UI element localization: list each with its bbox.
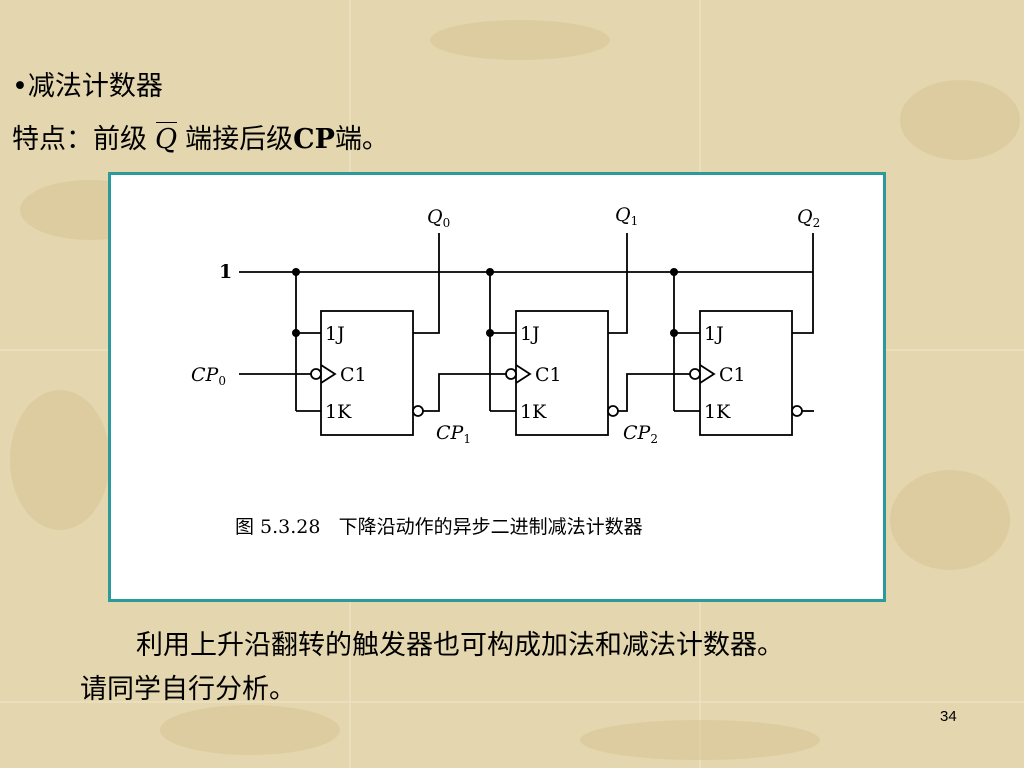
feature-cp: CP [293, 124, 335, 155]
ff1-k-label: 1K [520, 401, 547, 423]
slide-title: •减法计数器 [12, 71, 163, 102]
ff0-j-label: 1J [325, 323, 345, 345]
ff0-k-label: 1K [325, 401, 352, 423]
page-number: 34 [940, 708, 957, 725]
cp1-label: CP1 [436, 422, 471, 446]
feature-suffix: 端。 [334, 124, 389, 155]
cp2-label: CP2 [623, 422, 658, 446]
circuit-diagram: 1 CP0 CP1 CP2 Q0 Q1 Q2 1J C1 1K 1J C1 1K… [191, 204, 820, 538]
feature-mid: 端接后级 [185, 124, 294, 155]
q2-label: Q2 [797, 206, 820, 230]
counter-figure: 1 CP0 CP1 CP2 Q0 Q1 Q2 1J C1 1K 1J C1 1K… [108, 172, 886, 602]
ff0-c-label: C1 [340, 364, 367, 386]
paragraph-line-1: 利用上升沿翻转的触发器也可构成加法和减法计数器。 [136, 630, 784, 661]
ff2-j-label: 1J [704, 323, 724, 345]
feature-prefix: 特点：前级 [12, 124, 147, 155]
q0-label: Q0 [427, 206, 450, 230]
paragraph-line-2: 请同学自行分析。 [80, 674, 296, 705]
q-bar-symbol: Q [155, 122, 178, 155]
ff2-k-label: 1K [704, 401, 731, 423]
q1-label: Q1 [615, 204, 638, 228]
ff2-c-label: C1 [719, 364, 746, 386]
body-paragraph: 利用上升沿翻转的触发器也可构成加法和减法计数器。 请同学自行分析。 [80, 624, 980, 712]
ff1-j-label: 1J [520, 323, 540, 345]
input-one-label: 1 [219, 261, 232, 283]
figure-caption: 图 5.3.28 下降沿动作的异步二进制减法计数器 [235, 516, 643, 538]
ff1-c-label: C1 [535, 364, 562, 386]
cp0-label: CP0 [191, 364, 226, 388]
